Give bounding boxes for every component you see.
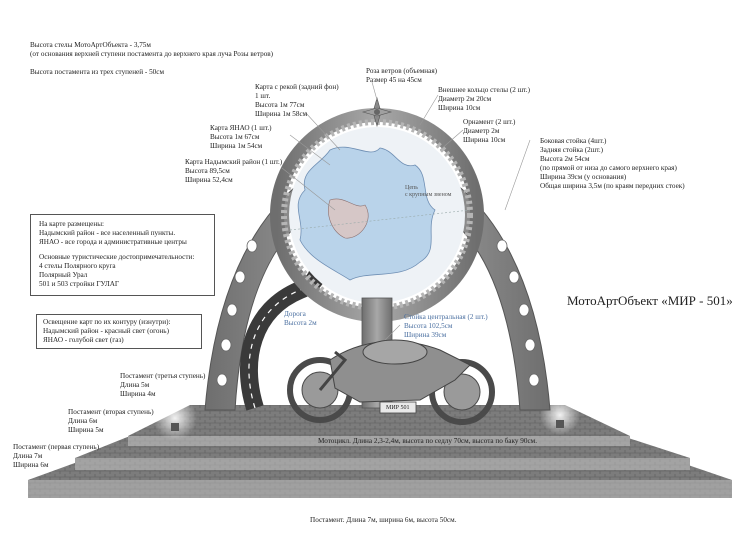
map-yanao-height: Высота 1м 67см [210,133,260,141]
map-river-count: 1 шт. [255,92,271,100]
motorcycle-caption: Мотоцикл. Длина 2,3-2,4м, высота по седл… [318,437,537,445]
light-line-2: Надымский район - красный свет (огонь) [43,327,169,335]
info-line-1: На карте размещены: [39,220,105,228]
map-yanao-width: Ширина 1м 54см [210,142,263,150]
side-posts-line-3: Высота 2м 54см [540,155,590,163]
map-river-height: Высота 1м 77см [255,101,305,109]
header-line-2: (от основания верхней ступени постамента… [30,50,274,58]
object-title: МотоАртОбъект «МИР - 501» [567,293,733,308]
ornament-diameter: Диаметр 2м [463,127,500,135]
pedestal-2-width: Ширина 5м [68,426,104,434]
outer-ring-width: Ширина 10см [438,104,481,112]
license-plate: МИР 501 [386,405,410,411]
pedestal-2-length: Длина 6м [68,417,98,425]
info-line-4: Основные туристические достопримечательн… [39,253,195,261]
map-chain-label: Цепь с крупным звеном [405,185,452,198]
side-posts-line-4: (по прямой от низа до самого верхнего кр… [540,164,677,172]
info-line-6: Полярный Урал [39,271,88,279]
outer-ring-diameter: Диаметр 2м 20см [438,95,492,103]
road-title: Дорога [284,310,306,318]
wind-rose [361,96,393,128]
pedestal-1-width: Ширина 6м [13,461,49,469]
info-line-2: Надымский район - все населенный пункты. [39,229,176,237]
pedestal-3-title: Постамент (третья ступень) [120,372,206,380]
map-river-title: Карта с рекой (задний фон) [255,83,339,91]
info-line-7: 501 и 503 стройки ГУЛАГ [39,280,120,288]
side-posts-line-2: Задняя стойка (2шт.) [540,146,604,154]
pedestal-3-length: Длина 5м [120,381,150,389]
pedestal-3-width: Ширина 4м [120,390,156,398]
wind-rose-title: Роза ветров (объемная) [366,67,438,75]
map-nadym-title: Карта Надымский район (1 шт.) [185,158,283,166]
side-posts-line-5: Ширина 39см (у основания) [540,173,627,181]
header-line-1: Высота стелы МотоАртОбъекта - 3,75м [30,41,151,49]
pedestal-2-title: Постамент (вторая ступень) [68,408,154,416]
info-box: На карте размещены: Надымский район - вс… [30,214,215,296]
pedestal-steps [28,405,732,498]
central-post-width: Ширина 39см [404,331,447,339]
header-line-3: Высота постамента из трех ступеней - 50с… [30,68,165,76]
license-plate-shape [379,401,417,414]
info-line-5: 4 стелы Полярного круга [39,262,116,270]
map-nadym-height: Высота 89,5см [185,167,230,175]
map-nadym-width: Ширина 52,4см [185,176,233,184]
pedestal-1-length: Длина 7м [13,452,43,460]
ornament-title: Орнамент (2 шт.) [463,118,516,126]
outer-ring-title: Внешнее кольцо стелы (2 шт.) [438,86,530,94]
map-river-width: Ширина 1м 58см [255,110,308,118]
wind-rose-size: Размер 45 на 45см [366,76,422,84]
light-box: Освещение карт по их контуру (изнутри): … [36,314,202,349]
central-post-height: Высота 102,5см [404,322,453,330]
post-holes [216,239,540,387]
side-posts-line-1: Боковая стойка (4шт.) [540,137,607,145]
light-line-1: Освещение карт по их контуру (изнутри): [43,318,171,326]
map-nadym [328,198,369,239]
pedestal-step-3 [128,405,630,446]
map-yanao-title: Карта ЯНАО (1 шт.) [210,124,272,132]
pedestal-1-title: Постамент (первая ступень) [13,443,100,451]
pedestal-caption: Постамент. Длина 7м, ширина 6м, высота 5… [310,516,457,524]
light-line-3: ЯНАО - голубой свет (газ) [43,336,124,344]
ornament-width: Ширина 10см [463,136,506,144]
info-line-3: ЯНАО - все города и административные цен… [39,238,187,246]
central-post-title: Стойка центральная (2 шт.) [404,313,488,321]
leader-lines [281,81,531,341]
motorcycle [287,339,495,425]
road-height: Высота 2м [284,319,317,327]
side-posts-line-6: Общая ширина 3,5м (по краям передних сто… [540,182,685,190]
